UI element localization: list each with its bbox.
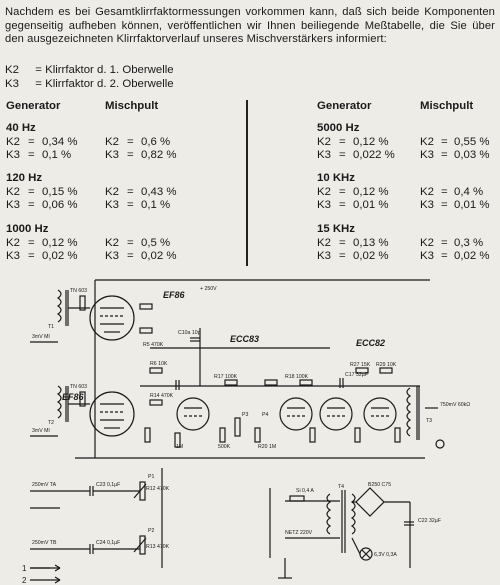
- label-aux: + 250V: [200, 286, 217, 292]
- table-row: K3=0,06 %K3=0,1 %: [6, 199, 171, 211]
- label-p1: P1: [148, 474, 154, 480]
- tube-ecc82-a: [319, 397, 353, 431]
- label-t2: T2: [48, 420, 54, 426]
- label-c23: C23 0,1µF: [96, 482, 120, 488]
- tube-label-2: EF86: [62, 392, 85, 402]
- freq-label: 10 KHz: [317, 172, 355, 184]
- header-generator-left: Generator: [6, 100, 61, 112]
- bottom-label-1: 1: [22, 564, 27, 573]
- tube-ef86-upper: [89, 295, 135, 341]
- freq-group-10khz: 10 KHz K2=0,12 %K2=0,4 % K3=0,01 %K3=0,0…: [317, 172, 497, 212]
- table-row: K3=0,01 %K3=0,01 %: [317, 199, 490, 211]
- bottom-label-2: 2: [22, 576, 27, 585]
- definitions: K2 = Klirrfaktor d. 1. Oberwelle K3 = Kl…: [5, 64, 174, 91]
- table-row: K3=0,02 %K3=0,02 %: [6, 250, 177, 262]
- label-rectifier: B250 C75: [368, 482, 391, 488]
- column-divider: [246, 100, 248, 266]
- table-right: Generator Mischpult 5000 Hz K2=0,12 %K2=…: [317, 100, 497, 270]
- label-r27: R27 15K: [350, 362, 371, 368]
- table-row: K3=0,02 %K3=0,02 %: [317, 250, 490, 262]
- label-netz: NETZ 220V: [285, 530, 313, 536]
- freq-label: 120 Hz: [6, 172, 43, 184]
- rectifier-bridge: [355, 487, 385, 517]
- label-r5: R5 470K: [143, 342, 164, 348]
- label-tn603: TN 603: [70, 288, 87, 294]
- table-row: K2=0,34 %K2=0,6 %: [6, 136, 171, 148]
- label-vr: 1M: [176, 444, 183, 450]
- tube-ecc83-a: [176, 397, 210, 431]
- def-text: Klirrfaktor d. 1. Oberwelle: [45, 64, 174, 76]
- header-mischpult-left: Mischpult: [105, 100, 159, 112]
- def-equals: =: [35, 77, 42, 90]
- label-out: 750mV 60kΩ: [440, 402, 470, 408]
- table-row: K2=0,12 %K2=0,4 %: [317, 186, 484, 198]
- label-lamp: 6,3V 0,3A: [374, 552, 397, 558]
- label-c10a: C10a 10p: [178, 330, 201, 336]
- def-symbol: K3: [5, 77, 19, 90]
- tube-ef86-lower: [89, 391, 135, 437]
- freq-group-120hz: 120 Hz K2=0,15 %K2=0,43 % K3=0,06 %K3=0,…: [6, 172, 236, 212]
- tube-ecc82-b: [363, 397, 397, 431]
- label-t3: T3: [426, 418, 432, 424]
- label-r29: R29 10K: [376, 362, 397, 368]
- label-r12: R12 470K: [146, 486, 170, 492]
- def-symbol: K2: [5, 64, 19, 76]
- label-p4: P4: [262, 412, 268, 418]
- header-generator-right: Generator: [317, 100, 372, 112]
- definition-k2: K2 = Klirrfaktor d. 1. Oberwelle: [5, 64, 174, 78]
- label-r6: R6 10K: [150, 361, 168, 367]
- label-t1: T1: [48, 324, 54, 330]
- def-text: Klirrfaktor d. 2. Oberwelle: [45, 77, 174, 90]
- tube-label-4: ECC82: [356, 338, 385, 348]
- definition-k3: K3 = Klirrfaktor d. 2. Oberwelle: [5, 78, 174, 92]
- table-row: K2=0,12 %K2=0,5 %: [6, 237, 171, 249]
- label-in2: 3mV MI: [32, 428, 50, 434]
- freq-group-1000hz: 1000 Hz K2=0,12 %K2=0,5 % K3=0,02 %K3=0,…: [6, 223, 236, 263]
- tube-label-1: EF86: [163, 290, 186, 300]
- table-left: Generator Mischpult 40 Hz K2=0,34 %K2=0,…: [6, 100, 236, 270]
- label-p3: P3: [242, 412, 248, 418]
- freq-group-5000hz: 5000 Hz K2=0,12 %K2=0,55 % K3=0,022 %K3=…: [317, 122, 497, 162]
- label-t4: T4: [338, 484, 344, 490]
- label-p2: P2: [148, 528, 154, 534]
- label-c22: C22 32µF: [418, 518, 441, 524]
- table-row: K2=0,12 %K2=0,55 %: [317, 136, 490, 148]
- def-equals: =: [35, 64, 42, 76]
- freq-label: 40 Hz: [6, 122, 36, 134]
- circuit-schematic: EF86 EF86 ECC83 ECC82 TN 603 TN 603 3mV …: [22, 279, 470, 585]
- intro-paragraph: Nachdem es bei Gesamtklirrfaktormessunge…: [5, 6, 495, 46]
- label-in4: 250mV TB: [32, 540, 57, 546]
- tube-ecc83-b: [279, 397, 313, 431]
- label-fuse: Si 0,4 A: [296, 488, 314, 494]
- table-row: K2=0,15 %K2=0,43 %: [6, 186, 177, 198]
- label-r18: R18 100K: [285, 374, 309, 380]
- label-tn603b: TN 603: [70, 384, 87, 390]
- freq-label: 1000 Hz: [6, 223, 49, 235]
- label-r17: R17 100K: [214, 374, 238, 380]
- table-row: K3=0,022 %K3=0,03 %: [317, 149, 490, 161]
- freq-group-15khz: 15 KHz K2=0,13 %K2=0,3 % K3=0,02 %K3=0,0…: [317, 223, 497, 263]
- table-row: K2=0,13 %K2=0,3 %: [317, 237, 484, 249]
- header-mischpult-right: Mischpult: [420, 100, 474, 112]
- label-c17: C17 32µF: [345, 372, 368, 378]
- freq-group-40hz: 40 Hz K2=0,34 %K2=0,6 % K3=0,1 %K3=0,82 …: [6, 122, 236, 162]
- label-in1: 3mV MI: [32, 334, 50, 340]
- table-row: K3=0,1 %K3=0,82 %: [6, 149, 177, 161]
- label-c24: C24 0,1µF: [96, 540, 120, 546]
- freq-label: 15 KHz: [317, 223, 355, 235]
- tube-label-3: ECC83: [230, 334, 259, 344]
- freq-label: 5000 Hz: [317, 122, 360, 134]
- label-vr2: 500K: [218, 444, 231, 450]
- label-r13: R13 470K: [146, 544, 170, 550]
- label-r14: R14 470K: [150, 393, 174, 399]
- label-r20: R20 1M: [258, 444, 276, 450]
- label-in3: 250mV TA: [32, 482, 57, 488]
